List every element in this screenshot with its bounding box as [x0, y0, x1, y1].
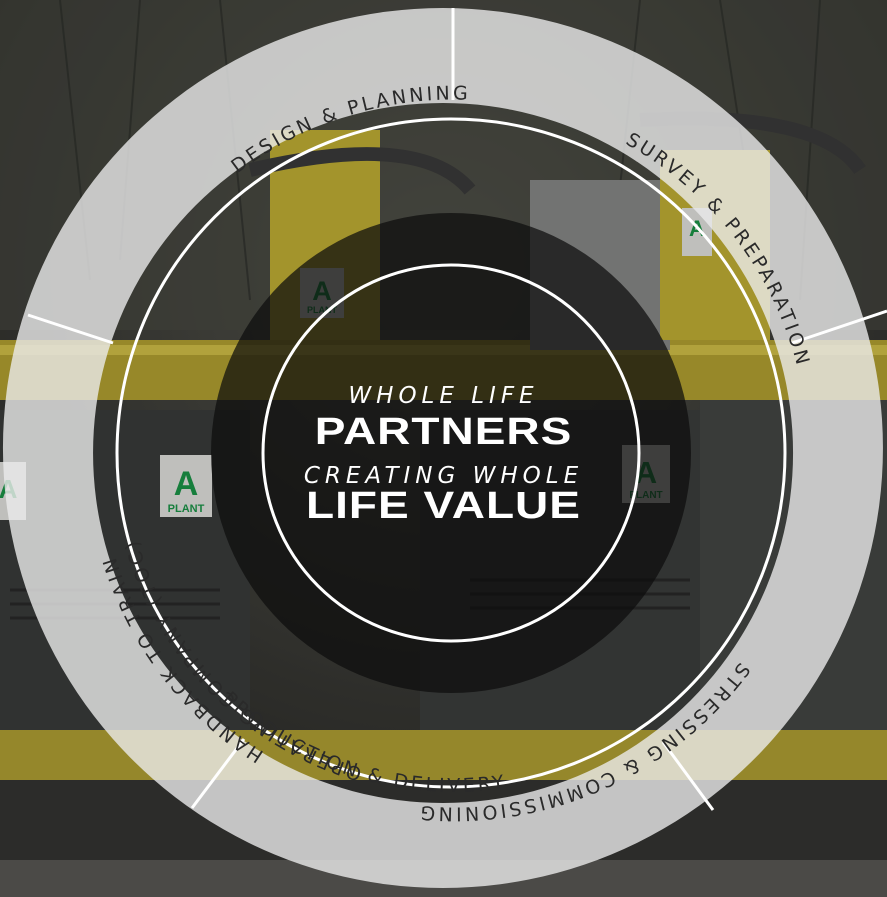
center-title-1: PARTNERS [314, 409, 573, 453]
inner-ring-outline [261, 263, 641, 643]
center-title-2: LIFE VALUE [306, 483, 581, 527]
logo-letter: A [174, 465, 199, 503]
logo-word: PLANT [168, 503, 205, 515]
ring-dividers [27, 8, 887, 811]
logo-plate-left: A PLANT [160, 455, 212, 517]
center-subtitle-2: CREATING WHOLE [303, 463, 584, 489]
center-disc [211, 213, 691, 693]
center-subtitle-1: WHOLE LIFE [348, 383, 539, 409]
middle-ring-outline [115, 117, 787, 789]
